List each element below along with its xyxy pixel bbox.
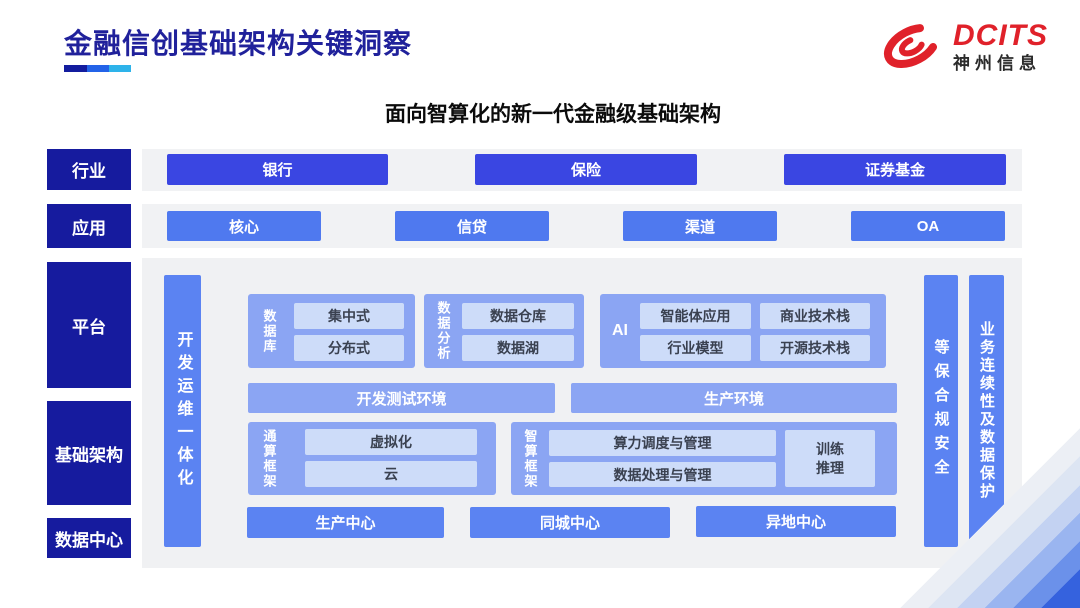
app-box-channel: 渠道: [623, 211, 777, 241]
app-box-credit: 信贷: [395, 211, 549, 241]
database-group-label: 数据库: [261, 308, 277, 354]
devops-bar-label: 开发运维一体化: [174, 330, 192, 492]
app-box-core: 核心: [167, 211, 321, 241]
title-underline-segment-1: [64, 65, 87, 72]
ai-group: AI 智能体应用 商业技术栈 行业模型 开源技术栈: [600, 294, 886, 368]
continuity-bar: 业务连续性及数据保护: [969, 275, 1004, 547]
sidebar-item-industry: 行业: [47, 149, 131, 190]
general-compute-box-cloud: 云: [305, 461, 477, 487]
database-box-distributed: 分布式: [294, 335, 404, 361]
title-underline-segment-2: [87, 65, 109, 72]
intelligent-compute-group-label: 智算框架: [522, 428, 538, 489]
dev-test-env-bar: 开发测试环境: [248, 383, 555, 413]
analytics-box-warehouse: 数据仓库: [462, 303, 574, 329]
train-infer-box: 训练 推理: [785, 430, 875, 487]
dcits-logo-icon: [879, 16, 945, 77]
ai-box-commercial-stack: 商业技术栈: [760, 303, 870, 329]
analytics-group-label: 数据分析: [435, 301, 451, 361]
app-box-oa: OA: [851, 211, 1005, 241]
intelligent-compute-group: 智算框架 算力调度与管理 数据处理与管理 训练 推理: [511, 422, 897, 495]
ai-box-agent-app: 智能体应用: [640, 303, 751, 329]
analytics-box-datalake: 数据湖: [462, 335, 574, 361]
diagram-title: 面向智算化的新一代金融级基础架构: [385, 103, 721, 126]
security-bar: 等保合规安全: [924, 275, 958, 547]
devops-bar: 开发运维一体化: [164, 275, 201, 547]
industry-box-bank: 银行: [167, 154, 388, 185]
ai-box-opensource-stack: 开源技术栈: [760, 335, 870, 361]
sidebar-item-infrastructure: 基础架构: [47, 401, 131, 505]
title-underline-segment-3: [109, 65, 131, 72]
sidebar-item-platform: 平台: [47, 262, 131, 388]
sidebar-item-datacenter: 数据中心: [47, 518, 131, 558]
center-box-remote: 异地中心: [696, 506, 896, 537]
analytics-group: 数据分析 数据仓库 数据湖: [424, 294, 584, 368]
ai-box-industry-model: 行业模型: [640, 335, 751, 361]
center-box-same-city: 同城中心: [470, 507, 670, 538]
database-group: 数据库 集中式 分布式: [248, 294, 415, 368]
center-box-production: 生产中心: [247, 507, 444, 538]
logo-company-text: 神州信息: [953, 53, 1041, 73]
production-env-bar: 生产环境: [571, 383, 897, 413]
general-compute-box-virtualization: 虚拟化: [305, 429, 477, 455]
security-bar-label: 等保合规安全: [932, 339, 950, 483]
dcits-logo: DCITS 神州信息: [879, 16, 1048, 77]
logo-brand-text: DCITS: [953, 19, 1048, 53]
database-box-centralized: 集中式: [294, 303, 404, 329]
sidebar-item-application: 应用: [47, 204, 131, 248]
page-title: 金融信创基础架构关键洞察: [64, 28, 413, 59]
general-compute-group-label: 通算框架: [261, 428, 277, 489]
continuity-bar-label: 业务连续性及数据保护: [978, 321, 995, 501]
general-compute-group: 通算框架 虚拟化 云: [248, 422, 496, 495]
ai-group-label: AI: [612, 322, 628, 339]
industry-box-securities: 证券基金: [784, 154, 1006, 185]
industry-box-insurance: 保险: [475, 154, 697, 185]
intelligent-compute-box-data-processing: 数据处理与管理: [549, 462, 776, 487]
intelligent-compute-box-scheduling: 算力调度与管理: [549, 430, 776, 456]
